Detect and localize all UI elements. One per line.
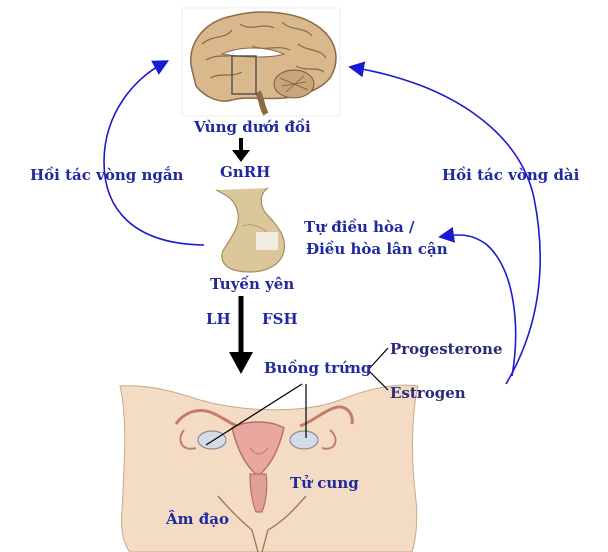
vagina-label: Âm đạo xyxy=(166,510,229,528)
lh-label: LH xyxy=(206,310,231,328)
pituitary-label: Tuyến yên xyxy=(210,275,295,293)
ovary-label: Buồng trứng xyxy=(264,359,372,377)
feedback-arrows xyxy=(103,60,541,385)
uterus-label: Tử cung xyxy=(290,474,359,492)
self-regulation-label-line1: Tự điều hòa / xyxy=(304,218,415,236)
short-feedback-label: Hồi tác vòng ngắn xyxy=(30,166,184,184)
fsh-label: FSH xyxy=(262,310,298,328)
ovary-connectors xyxy=(205,347,389,446)
estrogen-label: Estrogen xyxy=(390,384,466,402)
pelvis-illustration xyxy=(119,384,419,552)
brain-illustration xyxy=(181,7,341,117)
self-regulation-label-line2: Điều hòa lân cận xyxy=(306,240,448,258)
black-arrows xyxy=(229,138,253,374)
gnrh-label: GnRH xyxy=(220,163,271,181)
hypothalamus-label: Vùng dưới đồi xyxy=(194,118,311,136)
long-feedback-label: Hồi tác vòng dài xyxy=(442,166,580,184)
progesterone-label: Progesterone xyxy=(390,340,503,358)
pituitary-illustration xyxy=(215,187,286,273)
